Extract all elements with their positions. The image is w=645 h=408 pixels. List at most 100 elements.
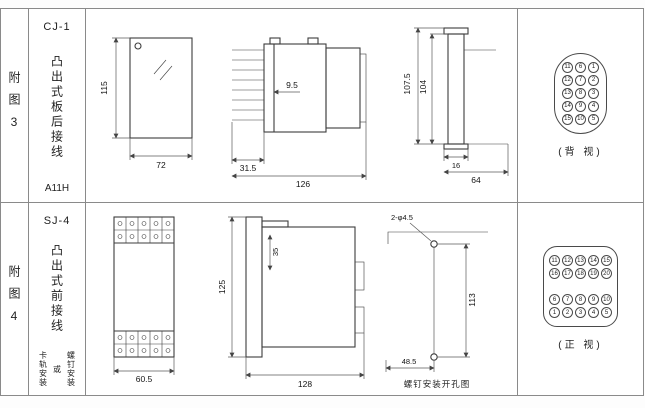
terminal-16: 16 — [549, 268, 560, 280]
terminal-15: 15 — [562, 113, 573, 125]
terminal-10: 10 — [575, 113, 586, 125]
front-view-outline — [113, 216, 175, 358]
mount-profile-outline — [443, 27, 508, 150]
dim-panel-height: 115 — [99, 81, 109, 95]
terminal-10: 10 — [601, 294, 612, 306]
fig4-type-label: 凸出式前接线 — [49, 243, 64, 334]
hole-diagram-dimensions: 2-φ4.5 113 48.5 — [385, 213, 477, 372]
dim-panel-width: 72 — [156, 160, 166, 170]
mount-label-screw: 螺钉安装 — [66, 351, 76, 387]
fig4-mount-labels: 卡轨安装 或 螺钉安装 — [38, 351, 77, 387]
terminal-18: 18 — [575, 268, 586, 280]
dim-pin-length: 31.5 — [240, 163, 257, 173]
terminal-3: 3 — [575, 307, 586, 319]
terminal-19: 19 — [588, 268, 599, 280]
terminal-4: 4 — [588, 307, 599, 319]
dim-inner: 35 — [271, 248, 280, 256]
mount-profile-dimensions: 107.5 104 16 64 — [402, 27, 509, 185]
terminal-2: 2 — [562, 307, 573, 319]
dim-width: 60.5 — [136, 374, 153, 384]
fig4-label-cell: 附图4 — [1, 202, 29, 395]
dim-inner-height: 104 — [418, 80, 428, 94]
figure-table: 附图3 CJ-1 凸出式板后接线 A11H — [0, 8, 644, 396]
terminal-1: 1 — [588, 61, 599, 73]
dim-height: 125 — [217, 279, 227, 293]
terminal-9: 9 — [588, 294, 599, 306]
terminal-6: 6 — [575, 61, 586, 73]
terminal-14: 14 — [562, 100, 573, 112]
terminal-14: 14 — [588, 255, 599, 267]
terminal-7: 7 — [575, 74, 586, 86]
fig4-side-view: 125 35 128 — [217, 216, 365, 389]
fig3-row-label: 附图3 — [7, 71, 21, 140]
terminal-13: 13 — [575, 255, 586, 267]
dim-hole-diameter: 2-φ4.5 — [391, 213, 413, 222]
terminal-20: 20 — [601, 268, 612, 280]
back-view-label: (背 视) — [558, 146, 603, 158]
side-view-dimensions: 125 35 128 — [217, 216, 365, 389]
hole-diagram-caption: 螺钉安装开孔图 — [403, 378, 471, 389]
dim-total-width: 64 — [471, 175, 481, 185]
dim-hole-offset: 48.5 — [402, 357, 417, 366]
front-view-dimensions: 60.5 — [113, 356, 175, 384]
fig4-hole-diagram: 2-φ4.5 113 48.5 螺钉安装开孔图 — [372, 208, 502, 390]
fig3-model: CJ-1 — [43, 21, 71, 33]
fig3-title-cell: CJ-1 凸出式板后接线 A11H — [29, 9, 86, 202]
dim-total-length: 126 — [296, 179, 310, 189]
terminal-12: 12 — [562, 255, 573, 267]
terminal-8: 8 — [575, 87, 586, 99]
side-view-outline — [245, 216, 365, 358]
terminal-2: 2 — [588, 74, 599, 86]
panel-dimensions: 115 72 — [99, 37, 193, 170]
panel-outline — [129, 37, 193, 139]
terminal-5: 5 — [601, 307, 612, 319]
dim-hole-span: 113 — [467, 293, 477, 307]
fig4-front-view: 60.5 — [113, 216, 175, 384]
terminal-13: 13 — [562, 87, 573, 99]
fig3-panel-view: 115 72 — [99, 37, 193, 170]
dim-small-width: 16 — [452, 161, 460, 170]
relay-side-dimensions: 9.5 31.5 126 — [231, 80, 367, 189]
terminal-12: 12 — [562, 74, 573, 86]
terminal-17: 17 — [562, 268, 573, 280]
terminal-11: 11 — [562, 61, 573, 73]
fig4-title-cell: SJ-4 凸出式前接线 卡轨安装 或 螺钉安装 — [29, 202, 86, 395]
dim-outer-height: 107.5 — [402, 73, 412, 95]
terminal-3: 3 — [588, 87, 599, 99]
terminal-7: 7 — [562, 294, 573, 306]
terminal-11: 11 — [549, 255, 560, 267]
mount-label-or: 或 — [52, 364, 62, 374]
fig3-label-cell: 附图3 — [1, 9, 29, 202]
dim-step: 9.5 — [286, 80, 298, 90]
terminal-15: 15 — [601, 255, 612, 267]
fig3-mount-profile: 107.5 104 16 64 — [402, 27, 509, 185]
terminal-4: 4 — [588, 100, 599, 112]
terminal-1: 1 — [549, 307, 560, 319]
front-view-label: (正 视) — [558, 340, 603, 352]
fig3-type-label: 凸出式板后接线 — [49, 55, 64, 161]
fig4-model: SJ-4 — [43, 214, 71, 227]
fig3-row: 附图3 CJ-1 凸出式板后接线 A11H — [1, 9, 643, 202]
terminal-8: 8 — [575, 294, 586, 306]
mount-label-rail: 卡轨安装 — [38, 351, 48, 387]
fig4-drawing-cell: 60.5 125 — [86, 202, 518, 395]
hole-diagram-drawing: 2-φ4.5 113 48.5 — [385, 213, 488, 372]
fig4-row-label: 附图4 — [7, 264, 21, 333]
dim-depth: 128 — [298, 379, 312, 389]
